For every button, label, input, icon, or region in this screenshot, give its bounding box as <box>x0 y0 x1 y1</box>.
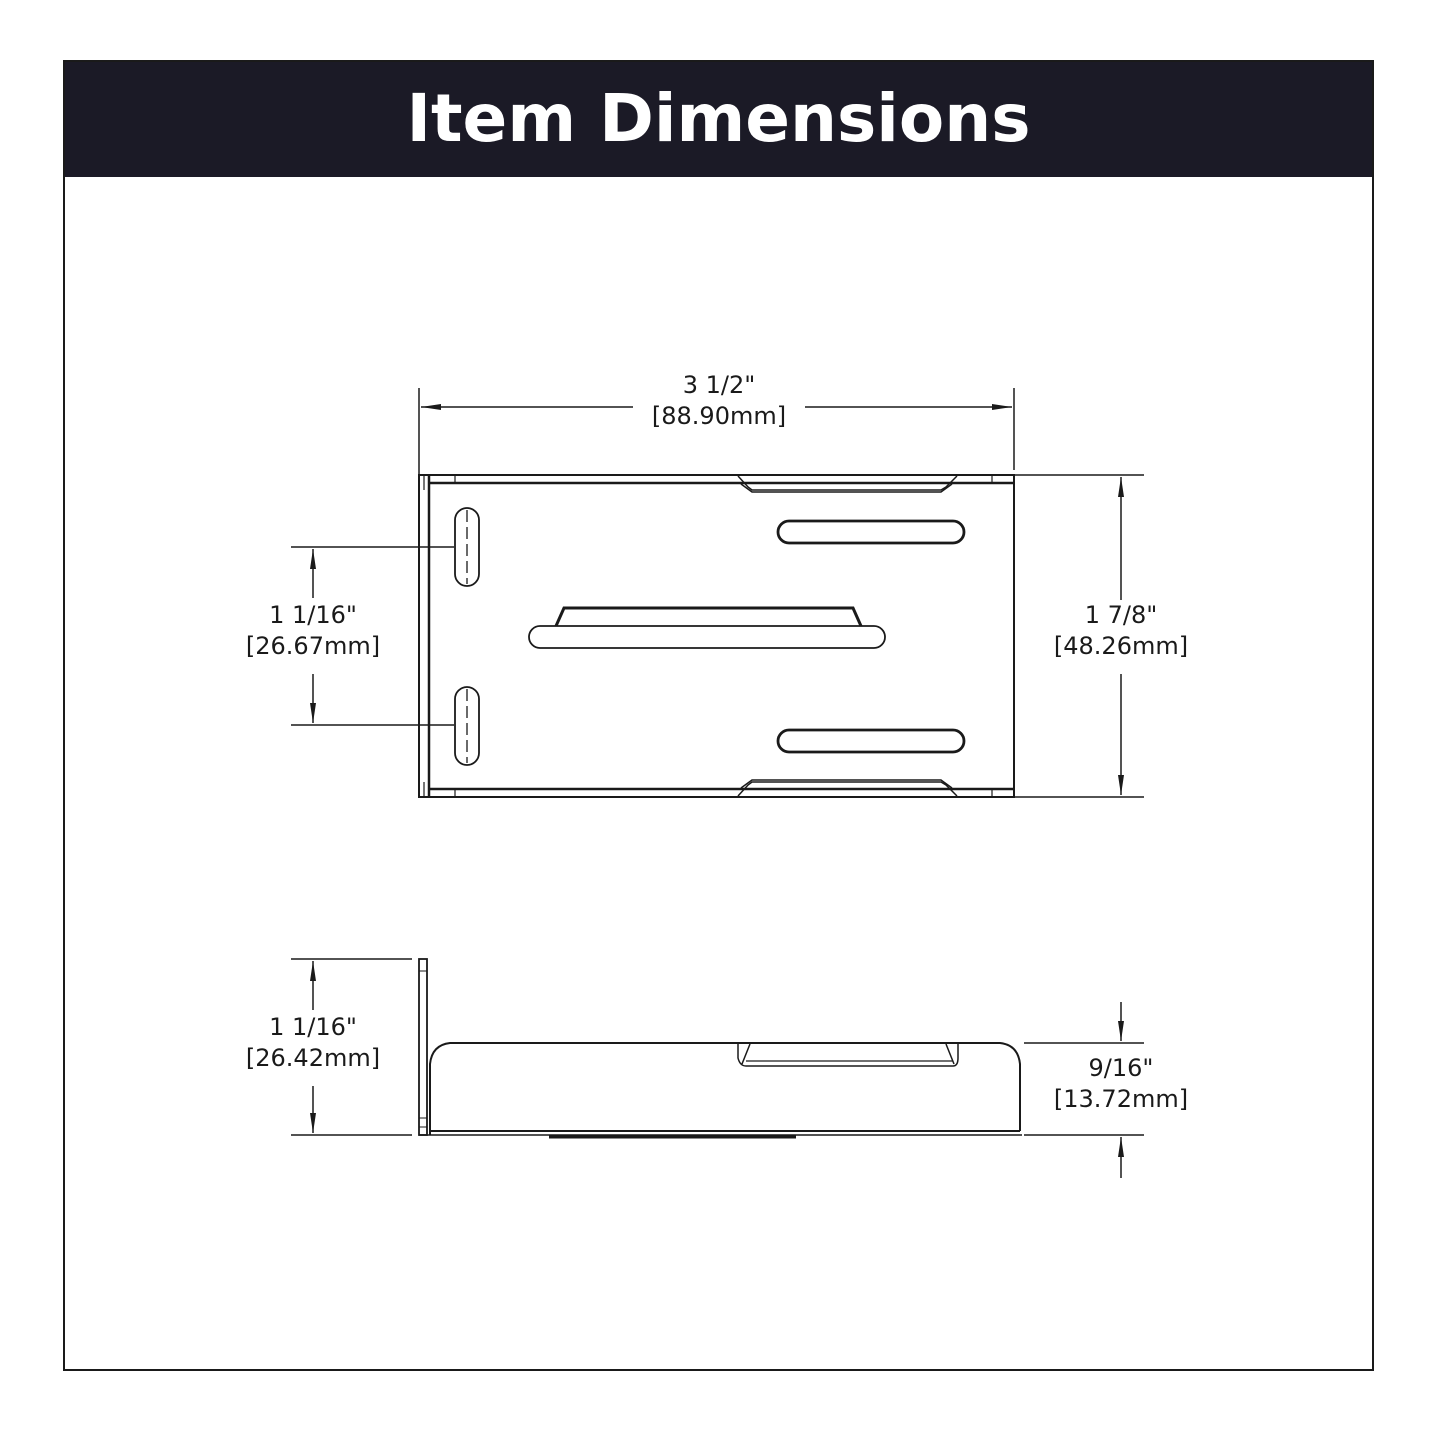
height-dimension-label: 1 7/8" [48.26mm] <box>1021 600 1221 662</box>
slot-spacing-dimension-label: 1 1/16" [26.67mm] <box>213 600 413 662</box>
slot-spacing-imperial: 1 1/16" <box>269 601 357 629</box>
height-metric: [48.26mm] <box>1053 632 1189 660</box>
overall-height-metric: [26.42mm] <box>245 1044 381 1072</box>
overall-height-dimension-label: 1 1/16" [26.42mm] <box>213 1012 413 1074</box>
tray-height-dimension-label: 9/16" [13.72mm] <box>1021 1053 1221 1115</box>
slot-spacing-metric: [26.67mm] <box>245 632 381 660</box>
top-view <box>291 388 1144 798</box>
header-banner: Item Dimensions <box>65 62 1372 177</box>
width-imperial: 3 1/2" <box>682 371 756 399</box>
width-metric: [88.90mm] <box>651 402 787 430</box>
height-imperial: 1 7/8" <box>1084 601 1158 629</box>
tray-height-imperial: 9/16" <box>1088 1054 1154 1082</box>
page-title: Item Dimensions <box>406 79 1031 157</box>
overall-height-imperial: 1 1/16" <box>269 1013 357 1041</box>
side-view <box>291 958 1144 1178</box>
width-dimension-label: 3 1/2" [88.90mm] <box>619 370 819 432</box>
drawing-frame: Item Dimensions <box>63 60 1374 1371</box>
tray-height-metric: [13.72mm] <box>1053 1085 1189 1113</box>
